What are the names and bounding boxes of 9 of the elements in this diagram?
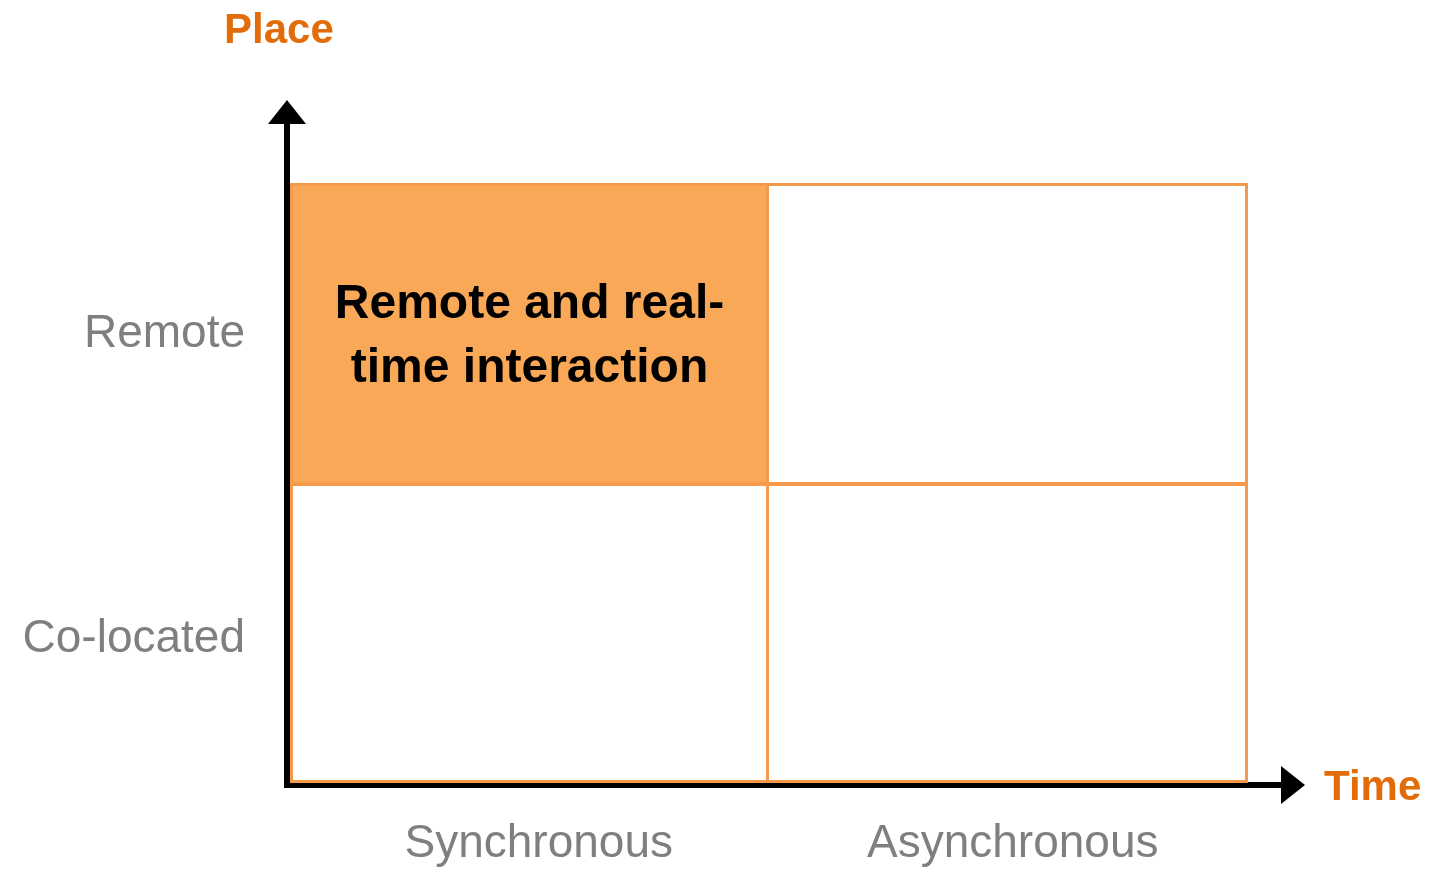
axis-tick-label: Co-located <box>22 613 245 659</box>
highlighted-quadrant <box>290 183 769 485</box>
quadrant-box <box>766 483 1248 783</box>
axis-title: Time <box>1324 765 1422 807</box>
axis-tick-label: Remote <box>83 308 245 354</box>
quadrant-box <box>290 483 769 783</box>
quadrant-label: Remote and real-time interaction <box>333 274 726 394</box>
quadrant-box <box>766 183 1248 485</box>
axis-title: Place <box>224 8 334 50</box>
